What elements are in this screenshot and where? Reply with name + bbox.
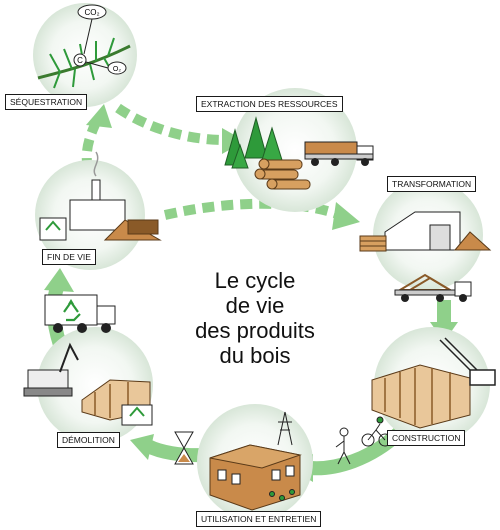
recycle-bin-findevie — [39, 217, 67, 241]
carbon-atom — [73, 53, 87, 67]
arrow-findevie-to-transformation — [163, 198, 342, 220]
title-line-2: de vie — [225, 293, 285, 318]
lumber-stack — [359, 235, 387, 252]
recycle-icon — [63, 299, 81, 322]
arrowhead-sequestration — [86, 104, 112, 128]
o2-label: O₂ — [113, 66, 121, 73]
construction-illustration — [335, 337, 496, 465]
recycle-truck — [44, 294, 116, 333]
log-truck — [304, 141, 374, 166]
utilisation-illustration — [174, 411, 302, 511]
extraction-illustration — [224, 116, 374, 190]
title-line-4: du bois — [219, 343, 291, 368]
findevie-illustration — [39, 151, 162, 241]
diagram-title: Le cycle de vie des produits du bois — [180, 268, 330, 368]
excavator — [23, 342, 79, 397]
demolition-illustration — [23, 294, 153, 426]
transformation-illustration — [359, 211, 492, 302]
transmission-tower — [277, 411, 293, 446]
sequestration-illustration: CO₂ C O₂ — [37, 4, 131, 89]
recycle-bin-demolition — [121, 404, 153, 426]
log-pile — [254, 158, 311, 190]
arrowhead-demolition — [130, 434, 154, 460]
label-fin-de-vie: FIN DE VIE — [42, 249, 96, 265]
carbon-label: C — [77, 56, 83, 65]
hourglass-icon — [174, 431, 194, 465]
title-line-3: des produits — [195, 318, 315, 343]
arrow-utilisation-to-demolition — [144, 439, 206, 463]
truss-truck — [394, 273, 472, 302]
sawdust-pile — [453, 231, 492, 251]
label-sequestration: SÉQUESTRATION — [5, 94, 88, 110]
crane — [439, 337, 496, 386]
label-demolition: DÉMOLITION — [57, 432, 120, 448]
halo-extraction — [233, 88, 357, 212]
halo-sequestration — [33, 3, 137, 107]
co2-label: CO₂ — [84, 8, 99, 17]
arrowhead-transformation — [332, 202, 360, 230]
processing-plant — [69, 199, 126, 231]
label-utilisation: UTILISATION ET ENTRETIEN — [196, 511, 322, 527]
arrowhead-findevie — [44, 268, 74, 292]
label-extraction: EXTRACTION DES RESSOURCES — [196, 96, 343, 112]
arrow-sequestration-to-extraction — [115, 103, 226, 145]
people-group — [269, 489, 295, 501]
title-line-1: Le cycle — [214, 268, 296, 293]
walker — [335, 427, 351, 465]
label-transformation: TRANSFORMATION — [387, 176, 477, 192]
label-construction: CONSTRUCTION — [387, 430, 466, 446]
